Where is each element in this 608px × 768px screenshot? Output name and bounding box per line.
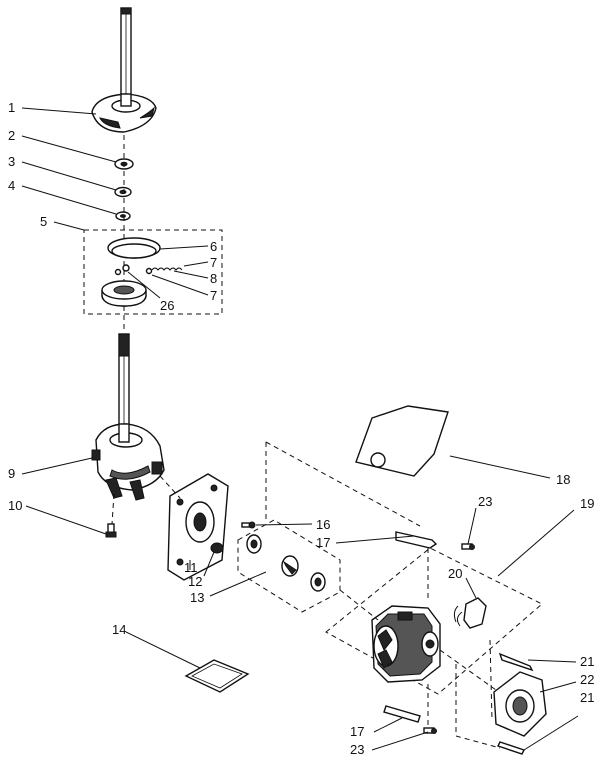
part-17-wire — [383, 531, 438, 723]
part-5-kit-box — [83, 229, 223, 315]
callout-13: 13 — [190, 590, 204, 605]
part-26-drum — [101, 280, 147, 307]
callout-17a: 17 — [316, 535, 330, 550]
callout-21b: 21 — [580, 690, 594, 705]
part-14-pad — [184, 659, 250, 693]
callout-23b: 23 — [350, 742, 364, 757]
drive-shaft — [120, 7, 132, 109]
part-12-nut — [210, 542, 224, 554]
callout-17b: 17 — [350, 724, 364, 739]
part-6-band — [107, 237, 161, 259]
part-18-shield — [355, 405, 449, 477]
callout-7b: 7 — [210, 288, 217, 303]
callout-7a: 7 — [210, 255, 217, 270]
part-23-clip-top — [461, 543, 475, 550]
callout-22: 22 — [580, 672, 594, 687]
callout-1: 1 — [8, 100, 15, 115]
callout-11: 11 — [184, 560, 198, 575]
motor — [371, 605, 441, 683]
part-8-spring — [145, 267, 183, 275]
callout-18: 18 — [556, 472, 570, 487]
part-3-washer — [114, 186, 132, 198]
part-11-mount-plate — [167, 473, 229, 581]
part-23-clip-bottom — [423, 727, 437, 734]
callout-2: 2 — [8, 128, 15, 143]
callout-3: 3 — [8, 154, 15, 169]
callout-4: 4 — [8, 178, 15, 193]
callout-16: 16 — [316, 517, 330, 532]
callout-26: 26 — [160, 298, 174, 313]
callout-20: 20 — [448, 566, 462, 581]
part-22-cover — [493, 671, 547, 737]
part-10-bolt — [105, 523, 117, 538]
callout-12: 12 — [188, 574, 202, 589]
leader-lines — [21, 107, 579, 751]
callout-5: 5 — [40, 214, 47, 229]
callout-6: 6 — [210, 239, 217, 254]
part-20-switch — [453, 597, 487, 629]
callout-10: 10 — [8, 498, 22, 513]
part-13-coupler-box — [237, 519, 341, 613]
callout-14: 14 — [112, 622, 126, 637]
lower-shaft — [118, 333, 130, 435]
callout-21a: 21 — [580, 654, 594, 669]
callout-19: 19 — [580, 496, 594, 511]
part-9-gearcase — [91, 423, 165, 501]
part-21-bracket — [497, 652, 534, 755]
part-16-screw — [241, 521, 256, 529]
part-4-washer — [115, 211, 131, 221]
callout-9: 9 — [8, 466, 15, 481]
part-7-clip — [114, 264, 130, 276]
part-1-cam — [91, 93, 157, 133]
callout-8: 8 — [210, 271, 217, 286]
callout-23a: 23 — [478, 494, 492, 509]
callout-labels: 1 2 3 4 5 6 7 8 7 26 9 10 11 12 13 14 16… — [8, 100, 594, 757]
